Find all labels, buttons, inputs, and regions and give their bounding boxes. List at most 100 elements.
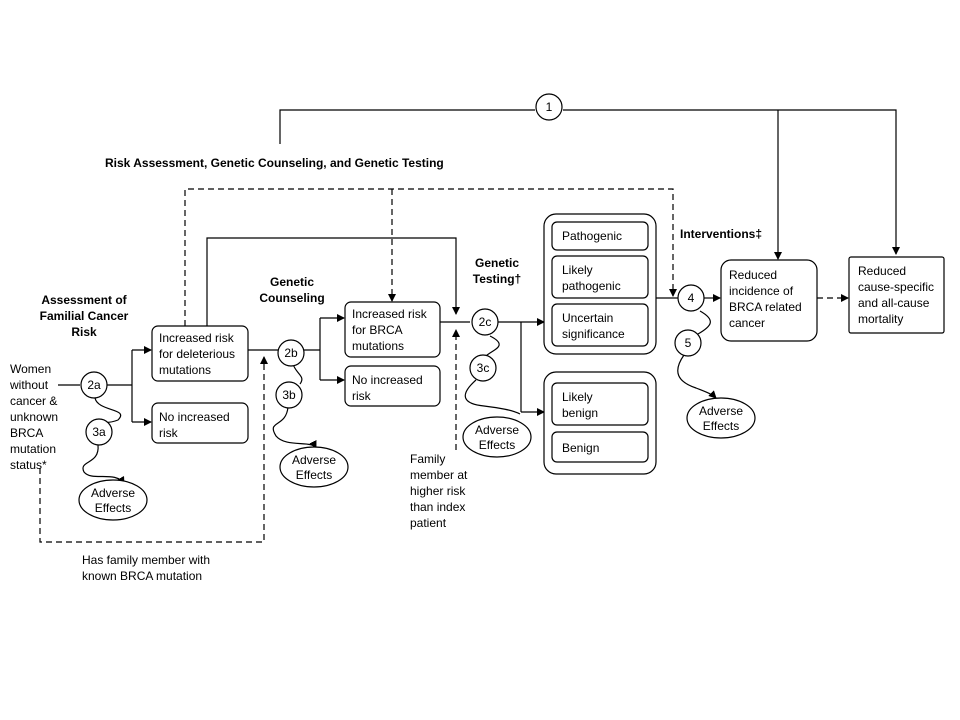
interventions-header: Interventions‡ [680,227,762,241]
branch-2b [304,318,321,380]
kq1-to-mortality-arrow [563,109,900,255]
kq-label: 1 [546,100,553,114]
box-line: cancer [729,316,765,330]
box-no-increased-2: No increased risk [344,365,441,407]
bypass-counseling-arrow [206,237,460,326]
counseling-header-line: Counseling [259,291,324,305]
kq-5-circle: 5 [674,329,702,357]
box-increased-deleterious: Increased risk for deleterious mutations [151,325,249,382]
population-line: status* [10,458,47,472]
population-line: Women [10,362,51,376]
assessment-header-line: Assessment of [41,293,127,307]
box-line: Reduced [858,264,906,278]
box-line: for deleterious [159,347,235,361]
kq-label: 2b [284,346,298,360]
assessment-header-line: Risk [71,325,97,339]
box-line: No increased [159,410,230,424]
family-higher-risk-label: Family member at higher risk than index … [410,452,468,530]
family-line: Family [410,452,445,466]
kq-label: 3c [477,361,490,375]
box-line: for BRCA [352,323,403,337]
adverse-line: Effects [95,501,131,515]
kq2b-to-3b-curve [292,363,303,385]
assessment-header-line: Familial Cancer [40,309,129,323]
connectors [39,109,900,543]
kq-label: 2a [87,378,101,392]
dashed-family-known-arrow [39,356,268,543]
box-line: mortality [858,312,903,326]
population-line: unknown [10,410,58,424]
adverse-effects-3a: Adverse Effects [78,479,148,521]
box-benign: Benign [551,431,649,463]
box-line: Benign [562,441,599,455]
box-line: mutations [352,339,404,353]
adverse-line: Adverse [292,453,336,467]
kq-1-circle: 1 [535,93,563,121]
adverse-effects-3b: Adverse Effects [279,446,349,488]
box-line: Reduced [729,268,777,282]
counseling-header: Genetic Counseling [259,275,324,305]
family-known-line: known BRCA mutation [82,569,202,583]
testing-header-line: Testing† [473,272,521,286]
kq3a-to-adverse-arrow [82,444,125,485]
population-line: mutation [10,442,56,456]
kq-label: 4 [688,291,695,305]
kq4-to-5-curve [697,310,711,335]
kq-2a-circle: 2a [80,371,108,399]
box-pathogenic: Pathogenic [551,221,649,251]
adverse-line: Effects [479,438,515,452]
adverse-effects-5: Adverse Effects [686,397,756,439]
box-line: pathogenic [562,279,621,293]
box-line: Pathogenic [562,229,622,243]
kq-3b-circle: 3b [275,381,303,409]
kq-label: 2c [479,315,492,329]
box-line: Likely [562,263,593,277]
box-no-increased-1: No increased risk [151,402,249,444]
kq-3c-circle: 3c [469,354,497,382]
kq5-to-adverse-arrow [677,354,717,399]
box-likely-pathogenic: Likely pathogenic [551,255,649,299]
adverse-effects-3c: Adverse Effects [462,416,532,458]
box-reduced-mortality: Reduced cause-specific and all-cause mor… [848,256,945,334]
population-line: BRCA [10,426,43,440]
kq-3a-circle: 3a [85,418,113,446]
kq2c-to-3c-curve [485,335,500,357]
box-likely-benign: Likely benign [551,382,649,426]
branch-2a [107,350,133,422]
population-line: cancer & [10,394,57,408]
kq-label: 5 [685,336,692,350]
box-line: Uncertain [562,311,613,325]
kq-label: 3a [92,425,106,439]
box-line: Likely [562,390,593,404]
adverse-line: Effects [296,468,332,482]
box-line: significance [562,327,625,341]
population-label: Women without cancer & unknown BRCA muta… [9,362,58,472]
family-known-line: Has family member with [82,553,210,567]
family-line: member at [410,468,468,482]
box-line: cause-specific [858,280,934,294]
box-increased-brca: Increased risk for BRCA mutations [344,301,441,358]
kq3b-to-adverse-arrow [272,406,317,449]
testing-header-line: Genetic [475,256,519,270]
family-known-label: Has family member with known BRCA mutati… [82,553,210,583]
box-line: and all-cause [858,296,930,310]
adverse-line: Adverse [475,423,519,437]
box-line: BRCA related [729,300,802,314]
adverse-line: Adverse [91,486,135,500]
kq3c-line [464,379,521,415]
kq-2b-circle: 2b [277,339,305,367]
testing-header: Genetic Testing† [473,256,521,286]
box-line: benign [562,406,598,420]
dashed-to-interventions [184,188,677,326]
box-line: Increased risk [352,307,428,321]
adverse-line: Adverse [699,404,743,418]
box-line: incidence of [729,284,794,298]
branch-2c [498,321,522,412]
family-line: patient [410,516,447,530]
box-line: No increased [352,373,423,387]
box-line: Increased risk [159,331,235,345]
adverse-line: Effects [703,419,739,433]
counseling-header-line: Genetic [270,275,314,289]
